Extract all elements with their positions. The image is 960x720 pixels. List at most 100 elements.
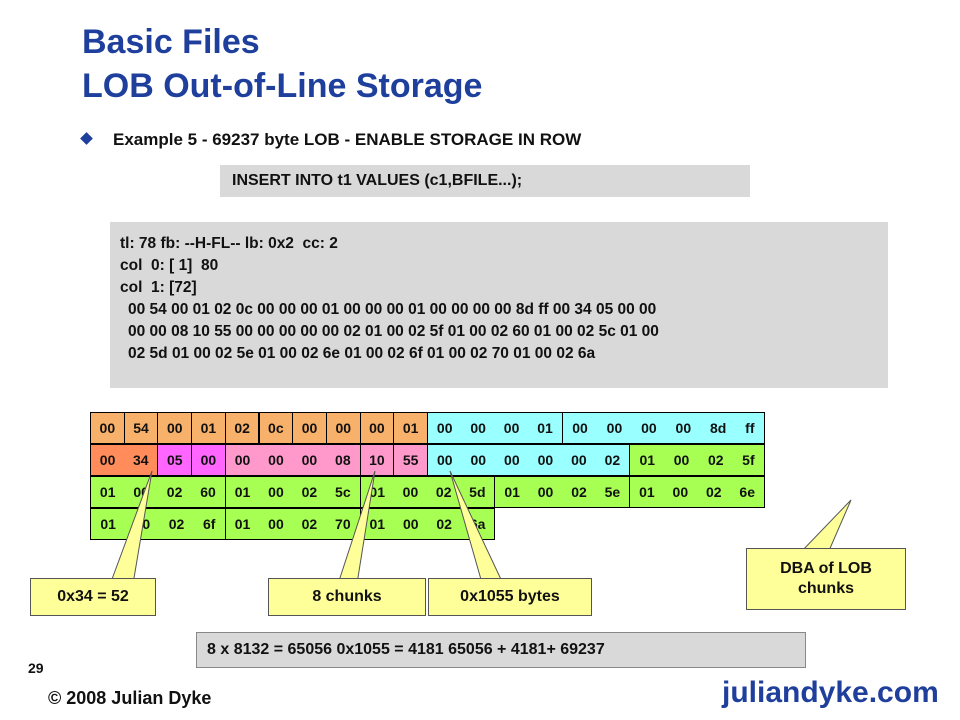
byte-value: 01	[100, 516, 116, 532]
callout-dba-line-2: chunks	[797, 580, 854, 597]
callout-length: 0x34 = 52	[30, 578, 156, 616]
byte-value: 00	[675, 420, 692, 436]
byte-value: 00	[402, 484, 419, 500]
dump-line: tl: 78 fb: --H-FL-- lb: 0x2 cc: 2	[120, 235, 338, 252]
byte-value: 08	[335, 452, 351, 468]
copyright: © 2008 Julian Dyke	[48, 688, 212, 708]
byte-value: 00	[369, 420, 385, 436]
byte-value: 00	[504, 452, 520, 468]
byte-cell: 00 00 00 00 8d ff	[561, 412, 765, 444]
byte-value: 00	[572, 420, 588, 436]
byte-value: 10	[369, 452, 385, 468]
byte-cell: 00	[325, 412, 361, 444]
byte-value: 02	[301, 484, 318, 500]
byte-value: 70	[335, 516, 351, 532]
byte-cell: 55	[393, 444, 428, 476]
dump-line: 00 00 08 10 55 00 00 00 00 00 02 01 00 0…	[128, 323, 659, 340]
byte-cell: 0c	[258, 412, 294, 444]
byte-cell: 00	[157, 412, 193, 444]
byte-value: 02	[604, 452, 621, 468]
byte-cell: 00	[191, 444, 226, 476]
byte-value: 01	[639, 484, 655, 500]
byte-value: 01	[402, 420, 419, 436]
byte-value: 00	[606, 420, 623, 436]
byte-value: 00	[402, 516, 419, 532]
byte-value: 00	[166, 420, 183, 436]
callout-chunks: 8 chunks	[268, 578, 426, 616]
byte-value: 00	[537, 484, 554, 500]
byte-value: 01	[369, 516, 386, 532]
byte-value: 02	[435, 484, 452, 500]
byte-cell: 01 00 02 5c	[224, 476, 361, 508]
byte-value: 00	[436, 452, 453, 468]
page-number: 29	[28, 660, 44, 676]
byte-value: 02	[301, 516, 318, 532]
callout-dba: DBA of LOB chunks	[746, 548, 906, 610]
byte-value: 01	[537, 420, 553, 436]
slide-title: Basic Files LOB Out-of-Line Storage	[82, 20, 482, 108]
byte-value: 00	[641, 420, 657, 436]
block-dump-box: tl: 78 fb: --H-FL-- lb: 0x2 cc: 2 col 0:…	[110, 222, 888, 388]
insert-statement-box: INSERT INTO t1 VALUES (c1,BFILE...);	[220, 165, 750, 197]
bullet-item: Example 5 - 69237 byte LOB - ENABLE STOR…	[80, 130, 581, 150]
byte-value: 34	[132, 452, 149, 468]
byte-value: 00	[436, 420, 453, 436]
byte-value: 6f	[202, 516, 216, 532]
byte-cell: 00 00 00 01	[427, 412, 563, 444]
byte-value: 01	[234, 484, 251, 500]
byte-value: 5d	[469, 484, 486, 500]
pointer-chunks	[335, 470, 376, 591]
byte-value: 54	[133, 420, 149, 436]
byte-cell: 54	[123, 412, 159, 444]
callout-bytes: 0x1055 bytes	[428, 578, 592, 616]
callout-dba-line-1: DBA of LOB	[780, 560, 872, 577]
byte-value: 0c	[268, 420, 284, 436]
byte-value: 00	[673, 452, 690, 468]
byte-value: 00	[268, 516, 284, 532]
byte-value: 05	[166, 452, 183, 468]
byte-value: 00	[268, 484, 284, 500]
byte-value: 55	[402, 452, 419, 468]
byte-value: 02	[705, 484, 722, 500]
byte-value: 5c	[335, 484, 351, 500]
dump-line: 00 54 00 01 02 0c 00 00 00 01 00 00 00 0…	[128, 301, 657, 318]
byte-value: ff	[745, 420, 755, 436]
byte-value: 01	[99, 484, 116, 500]
byte-value: 01	[369, 484, 385, 500]
byte-value: 5e	[604, 484, 621, 500]
title-line-1: Basic Files	[82, 23, 260, 61]
byte-value: 00	[99, 420, 116, 436]
pointer-dba	[798, 499, 852, 554]
byte-value: 00	[571, 452, 587, 468]
byte-cell: 00	[359, 412, 395, 444]
byte-value: 01	[234, 516, 251, 532]
byte-cell: 02	[224, 412, 260, 444]
byte-value: 00	[470, 452, 487, 468]
byte-value: 8d	[709, 420, 727, 436]
pointer-length	[107, 470, 153, 591]
byte-value: 00	[200, 452, 217, 468]
byte-cell: 01 00 02 70	[224, 508, 361, 540]
byte-value: 60	[200, 484, 216, 500]
formula-box: 8 x 8132 = 65056 0x1055 = 4181 65056 + 4…	[196, 632, 806, 668]
byte-value: 00	[301, 420, 318, 436]
byte-value: 02	[571, 484, 587, 500]
dump-line: col 1: [72]	[120, 279, 197, 296]
byte-value: 01	[639, 452, 656, 468]
title-line-2: LOB Out-of-Line Storage	[82, 67, 483, 105]
byte-value: 00	[470, 420, 486, 436]
byte-value: 00	[234, 452, 251, 468]
byte-value: 00	[335, 420, 352, 436]
byte-value: 00	[301, 452, 318, 468]
byte-value: 02	[707, 452, 724, 468]
byte-value: 00	[503, 420, 520, 436]
byte-value: 5f	[742, 452, 755, 468]
dump-line: col 0: [ 1] 80	[120, 257, 219, 274]
